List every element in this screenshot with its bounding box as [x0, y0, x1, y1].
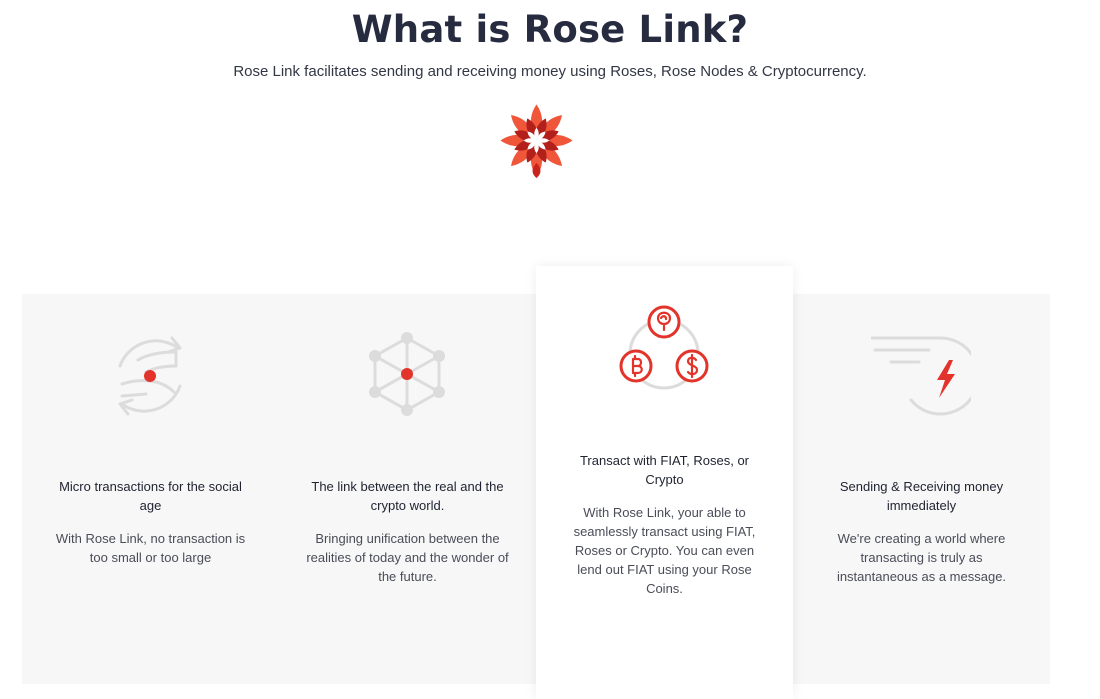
feature-card-micro-transactions: Micro transactions for the social age Wi… [22, 294, 279, 684]
page-subtitle: Rose Link facilitates sending and receiv… [233, 63, 867, 80]
feature-title: Sending & Receiving money immediately [839, 479, 1004, 513]
feature-description: We're creating a world where transacting… [836, 531, 1007, 584]
feature-description: With Rose Link, no transaction is too sm… [55, 531, 246, 565]
fast-lightning-icon [871, 336, 971, 416]
feature-title: Transact with FIAT, Roses, or Crypto [579, 453, 750, 487]
feature-description: Bringing unification between the realiti… [306, 531, 509, 584]
hands-exchange-icon [118, 336, 182, 416]
feature-title: Micro transactions for the social age [59, 479, 242, 513]
feature-card-crypto-link: The link between the real and the crypto… [279, 294, 536, 684]
page-title: What is Rose Link? [351, 8, 749, 51]
rose-link-logo-icon [500, 104, 573, 178]
currency-cycle-icon [619, 305, 709, 390]
feature-title: The link between the real and the crypto… [311, 479, 504, 513]
feature-card-transact: Transact with FIAT, Roses, or Crypto Wit… [536, 266, 793, 699]
feature-card-instant-money: Sending & Receiving money immediately We… [793, 294, 1050, 684]
feature-description: With Rose Link, your able to seamlessly … [573, 505, 756, 596]
network-hexagon-icon [369, 332, 445, 416]
